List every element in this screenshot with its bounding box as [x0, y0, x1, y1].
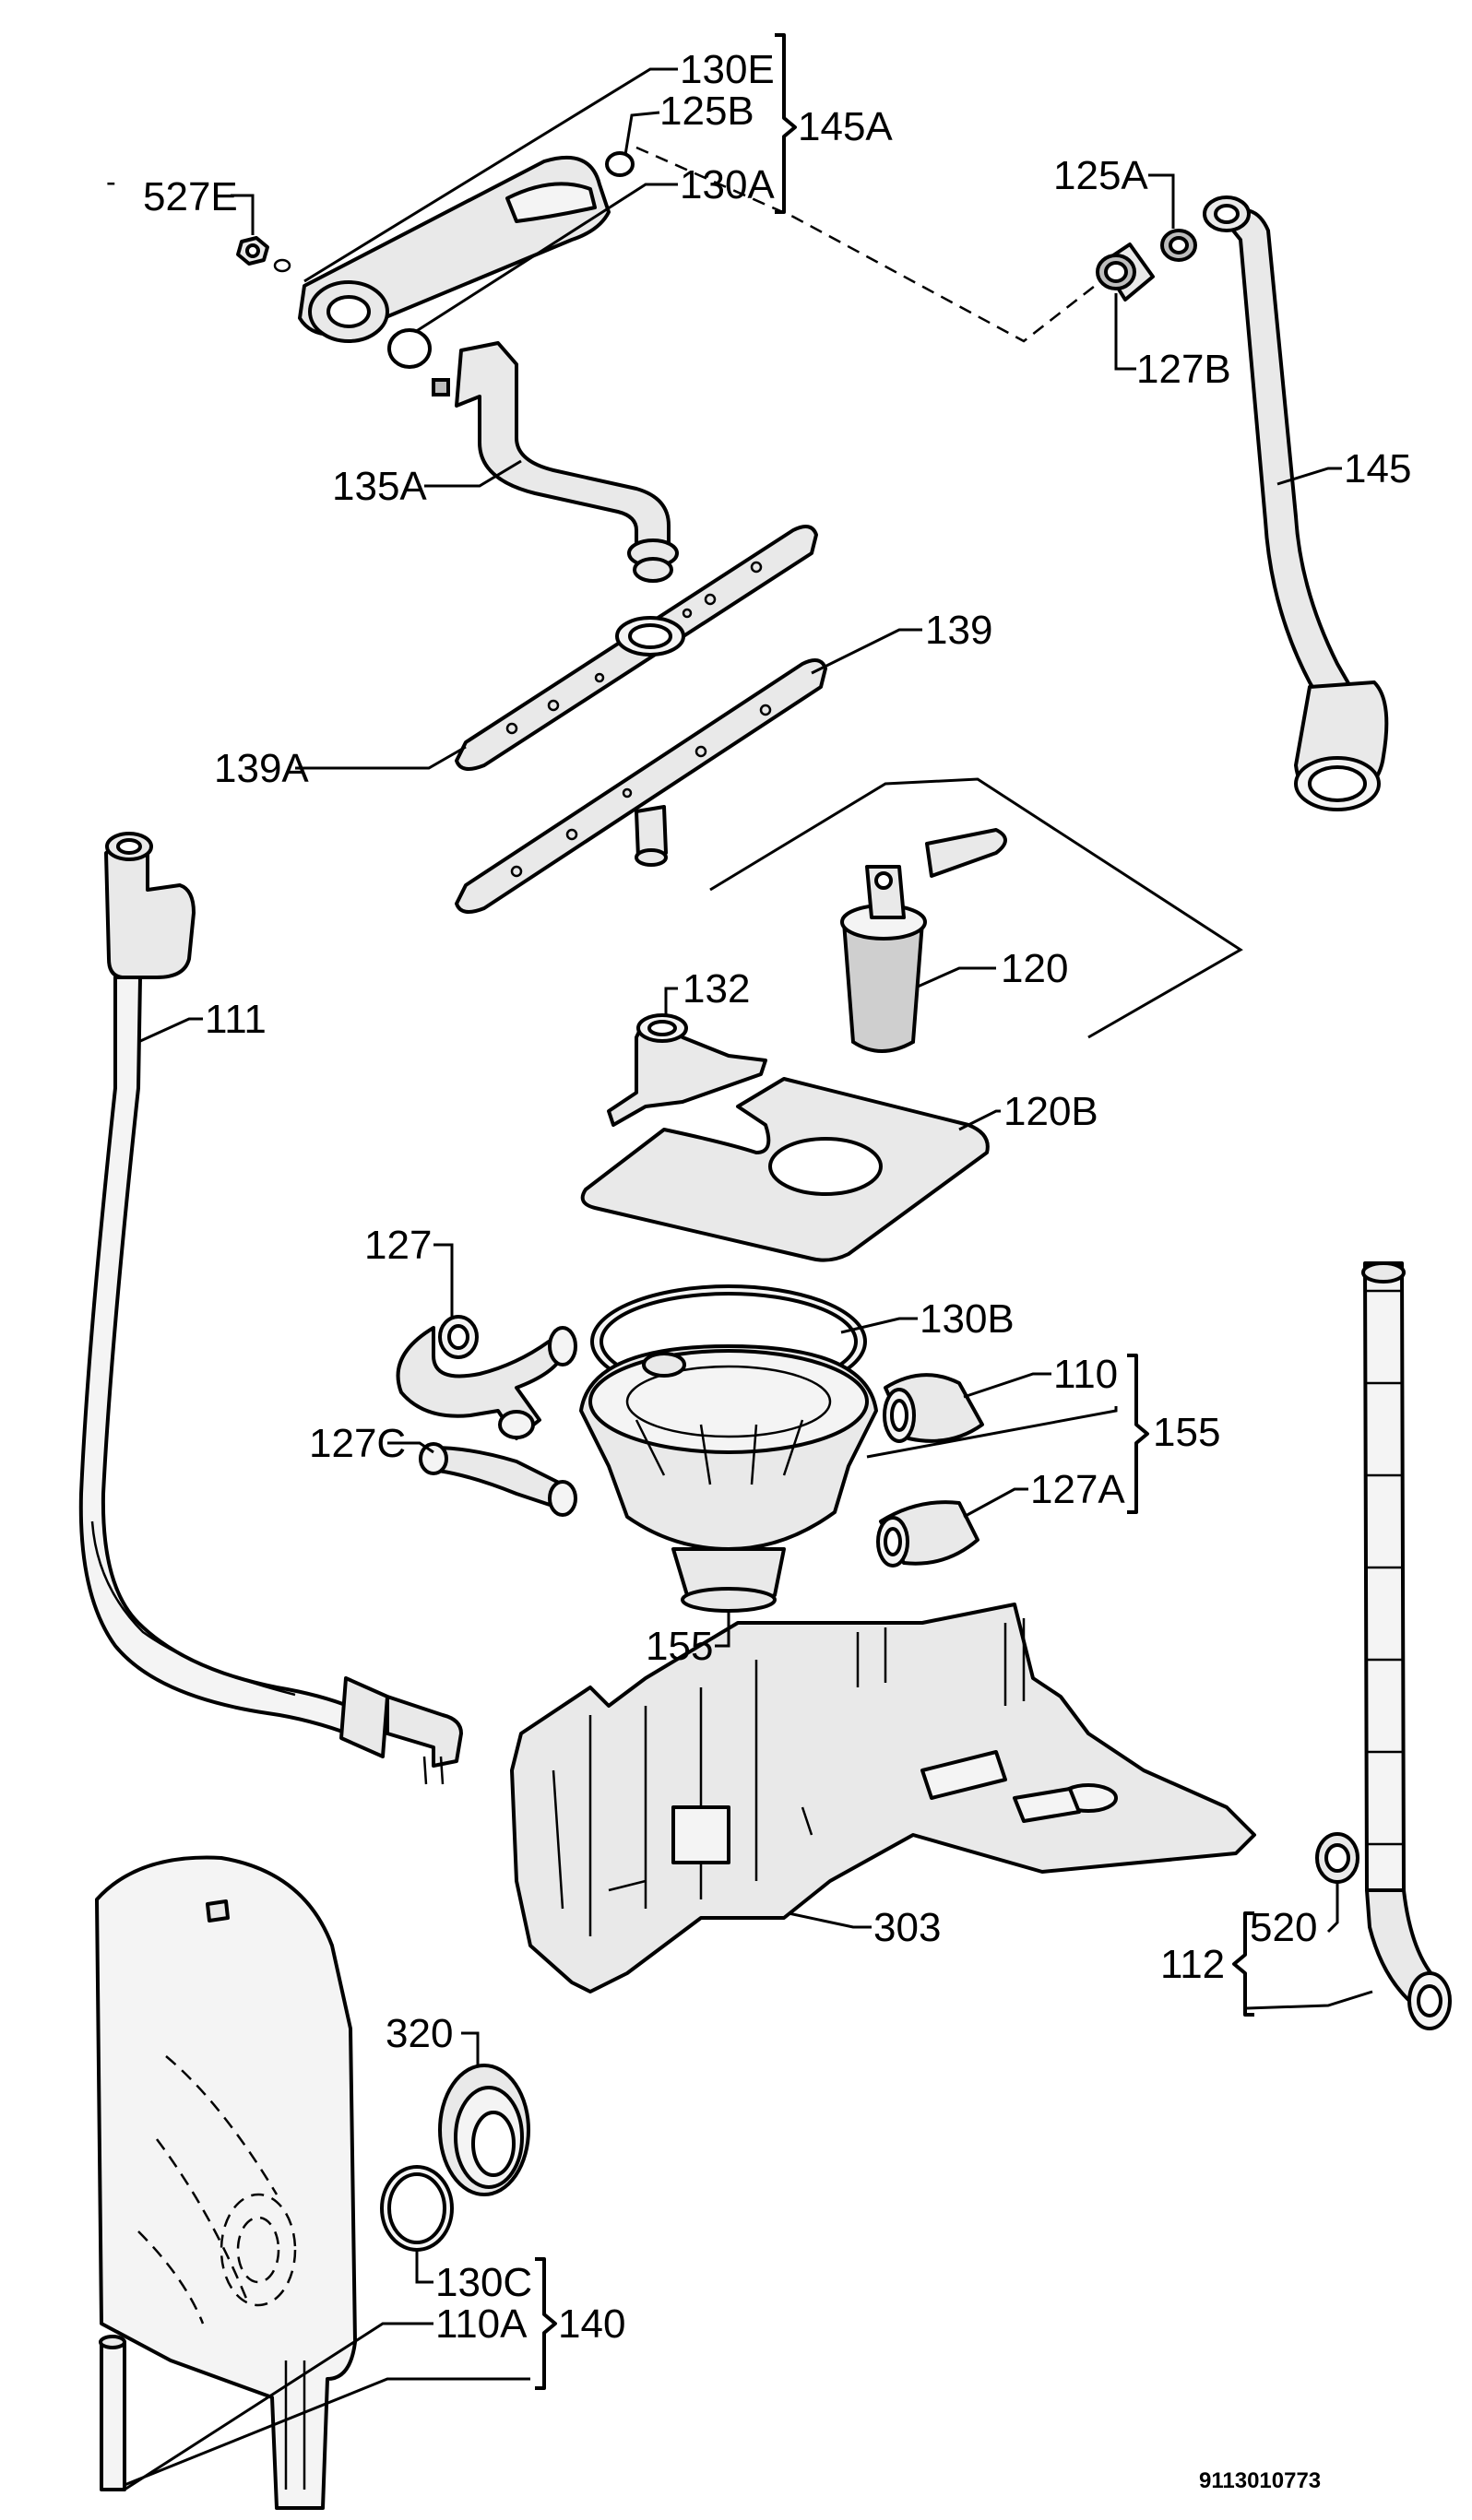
side-panel-140-part[interactable] — [95, 1855, 357, 2510]
label-125B: 125B — [659, 89, 754, 134]
label-127A: 127A — [1030, 1467, 1125, 1512]
label-130E: 130E — [680, 47, 775, 92]
leader-520 — [1326, 1883, 1339, 1934]
filter-group-bracket — [709, 777, 1243, 1039]
label-110: 110 — [1053, 1352, 1118, 1397]
leader-125A — [1148, 173, 1175, 229]
document-number: 9113010773 — [1199, 2468, 1321, 2493]
leader-130C — [415, 2250, 433, 2284]
stray-mark: - — [106, 165, 116, 198]
leader-139A — [295, 745, 467, 770]
label-120B: 120B — [1003, 1089, 1098, 1134]
leader-145 — [1276, 467, 1342, 486]
label-303: 303 — [873, 1905, 941, 1950]
assembly-dash-line — [635, 146, 1108, 343]
label-127: 127 — [364, 1223, 432, 1268]
spray-arm-upper-139A-part[interactable] — [455, 525, 818, 771]
hose-127C-part[interactable] — [419, 1442, 577, 1517]
leader-127A — [963, 1487, 1028, 1519]
brace-145A — [775, 33, 797, 214]
leader-111 — [137, 1017, 203, 1044]
o-ring-125B-part[interactable] — [605, 151, 635, 177]
label-132: 132 — [683, 966, 750, 1012]
label-125A: 125A — [1053, 153, 1148, 198]
label-127C: 127C — [309, 1421, 406, 1466]
leader-135A — [424, 459, 522, 488]
label-135A: 135A — [332, 464, 427, 509]
leader-110A — [124, 2322, 433, 2491]
label-155-bottom: 155 — [646, 1624, 713, 1669]
seal-320-part[interactable] — [438, 2064, 530, 2196]
nut-527E-part[interactable] — [236, 236, 291, 273]
label-139: 139 — [925, 608, 992, 653]
label-127B: 127B — [1136, 347, 1231, 392]
leader-125B — [623, 111, 660, 156]
label-145A: 145A — [798, 104, 893, 149]
label-145: 145 — [1344, 446, 1411, 491]
connector-520-part[interactable] — [1315, 1832, 1359, 1884]
label-320: 320 — [386, 2011, 453, 2056]
label-155: 155 — [1153, 1410, 1220, 1455]
inlet-hose-111-part[interactable] — [78, 832, 463, 1785]
leader-120B — [958, 1109, 1001, 1131]
leader-127B — [1114, 293, 1136, 371]
hose-127-part[interactable] — [396, 1315, 577, 1440]
label-130A: 130A — [680, 162, 775, 207]
gasket-130C-part[interactable] — [380, 2165, 454, 2252]
spray-arm-lower-139-part[interactable] — [455, 658, 827, 914]
connector-127B-part[interactable] — [1096, 243, 1155, 302]
label-527E: 527E — [143, 174, 238, 219]
leader-127 — [433, 1243, 454, 1319]
gasket-130A-part[interactable] — [387, 328, 432, 369]
leader-110 — [963, 1372, 1051, 1399]
label-520: 520 — [1250, 1905, 1317, 1950]
base-303-part[interactable] — [510, 1603, 1256, 1994]
sump-155-part[interactable] — [579, 1344, 878, 1613]
coarse-filter-plate-120B-part[interactable] — [580, 1077, 990, 1262]
hose-127A-part[interactable] — [876, 1500, 979, 1568]
upper-spray-pipe-part[interactable] — [298, 155, 611, 343]
leader-527E — [231, 194, 255, 235]
leader-139 — [811, 628, 922, 675]
tube-110A-part[interactable] — [99, 2335, 126, 2491]
label-139A: 139A — [214, 746, 309, 791]
label-110A: 110A — [435, 2301, 528, 2347]
leader-132 — [664, 987, 678, 1014]
drain-hose-145-part[interactable] — [1203, 195, 1389, 811]
leader-320 — [461, 2031, 480, 2065]
leader-120 — [917, 966, 996, 988]
microfilter-132-part[interactable] — [607, 1013, 767, 1127]
leader-130B — [840, 1317, 918, 1334]
leader-112 — [1246, 1990, 1373, 2010]
label-130C: 130C — [435, 2260, 532, 2305]
leader-130A — [414, 183, 678, 334]
brace-140 — [535, 2257, 557, 2390]
hose-110-part[interactable] — [883, 1373, 984, 1443]
brace-155 — [1127, 1354, 1149, 1514]
drain-pipe-112-part[interactable] — [1361, 1261, 1452, 2030]
label-140: 140 — [558, 2301, 625, 2347]
label-130B: 130B — [920, 1296, 1015, 1342]
leader-110A-second — [124, 2377, 530, 2487]
leader-155-bottom — [715, 1612, 730, 1648]
label-112: 112 — [1160, 1942, 1225, 1987]
label-120: 120 — [1001, 946, 1068, 991]
leader-303 — [788, 1911, 872, 1929]
o-ring-125A-part[interactable] — [1160, 229, 1197, 262]
brace-112 — [1232, 1911, 1254, 2017]
spray-pipe-135A-part[interactable] — [432, 341, 679, 583]
fine-filter-120-part[interactable] — [840, 828, 1007, 1053]
leader-sump — [866, 1406, 1118, 1459]
leader-127C — [387, 1441, 434, 1454]
label-111: 111 — [205, 997, 267, 1042]
leader-130E — [303, 67, 678, 283]
